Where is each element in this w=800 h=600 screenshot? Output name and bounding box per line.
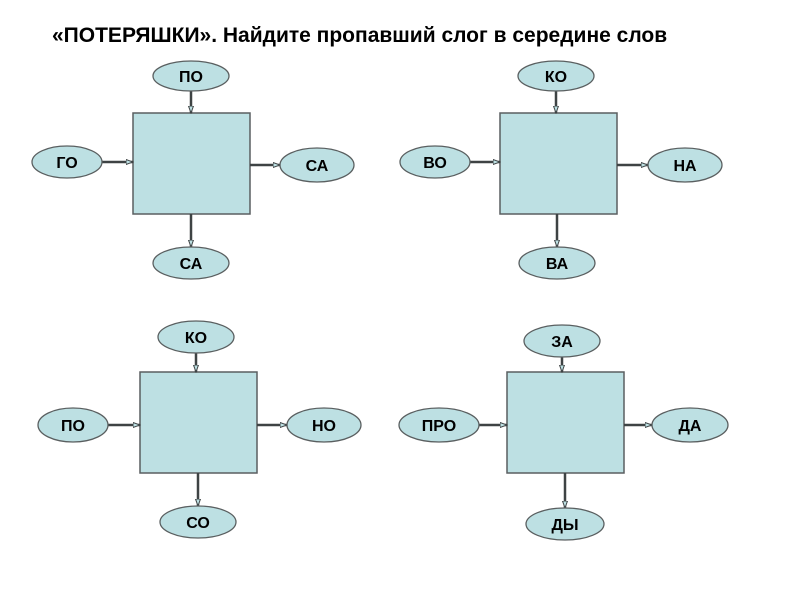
syllable-ellipse <box>518 246 596 280</box>
syllable-left: ВО <box>399 145 471 179</box>
syllable-top: КО <box>517 60 595 92</box>
missing-syllable-box[interactable] <box>506 371 625 474</box>
syllable-label: СА <box>306 158 329 175</box>
syllable-label: ПО <box>61 418 85 435</box>
syllable-ellipse <box>647 147 723 183</box>
syllable-ellipse <box>399 145 471 179</box>
syllable-ellipse <box>523 324 601 358</box>
syllable-label: НО <box>312 418 336 435</box>
syllable-ellipse <box>31 145 103 179</box>
syllable-top: ПО <box>152 60 230 92</box>
syllable-label: СО <box>186 515 210 532</box>
missing-syllable-box[interactable] <box>139 371 258 474</box>
syllable-right: ДА <box>651 407 729 443</box>
syllable-right: СА <box>279 147 355 183</box>
syllable-ellipse <box>279 147 355 183</box>
syllable-label: ПРО <box>422 418 456 435</box>
syllable-bottom: ВА <box>518 246 596 280</box>
syllable-ellipse <box>152 60 230 92</box>
syllable-bottom: СА <box>152 246 230 280</box>
puzzle-1: ПО ГО СА СА <box>31 60 355 280</box>
syllable-label: ЗА <box>551 334 573 351</box>
syllable-right: НО <box>286 407 362 443</box>
puzzle-3: КО ПО НО СО <box>37 320 362 539</box>
syllable-ellipse <box>517 60 595 92</box>
syllable-left: ПРО <box>398 407 480 443</box>
syllable-top: ЗА <box>523 324 601 358</box>
syllable-bottom: ДЫ <box>525 507 605 541</box>
syllable-ellipse <box>525 507 605 541</box>
syllable-label: ВО <box>423 155 447 172</box>
syllable-label: ДА <box>679 418 702 435</box>
syllable-label: ВА <box>546 256 569 273</box>
page-title: «ПОТЕРЯШКИ». Найдите пропавший слог в се… <box>52 24 668 47</box>
syllable-ellipse <box>152 246 230 280</box>
syllable-label: КО <box>185 330 207 347</box>
syllable-right: НА <box>647 147 723 183</box>
puzzle-4: ЗА ПРО ДА ДЫ <box>398 324 729 541</box>
puzzle-2: КО ВО НА ВА <box>399 60 723 280</box>
missing-syllable-box[interactable] <box>499 112 618 215</box>
syllable-ellipse <box>37 407 109 443</box>
missing-syllable-box[interactable] <box>132 112 251 215</box>
syllable-label: ПО <box>179 69 203 86</box>
syllable-top: КО <box>157 320 235 354</box>
syllable-ellipse <box>159 505 237 539</box>
syllable-left: ПО <box>37 407 109 443</box>
syllable-ellipse <box>651 407 729 443</box>
syllable-left: ГО <box>31 145 103 179</box>
syllable-ellipse <box>286 407 362 443</box>
syllable-label: КО <box>545 69 567 86</box>
syllable-ellipse <box>157 320 235 354</box>
syllable-label: ГО <box>56 155 77 172</box>
syllable-label: ДЫ <box>551 517 578 534</box>
syllable-label: НА <box>673 158 697 175</box>
syllable-bottom: СО <box>159 505 237 539</box>
syllable-label: СА <box>180 256 203 273</box>
syllable-ellipse <box>398 407 480 443</box>
